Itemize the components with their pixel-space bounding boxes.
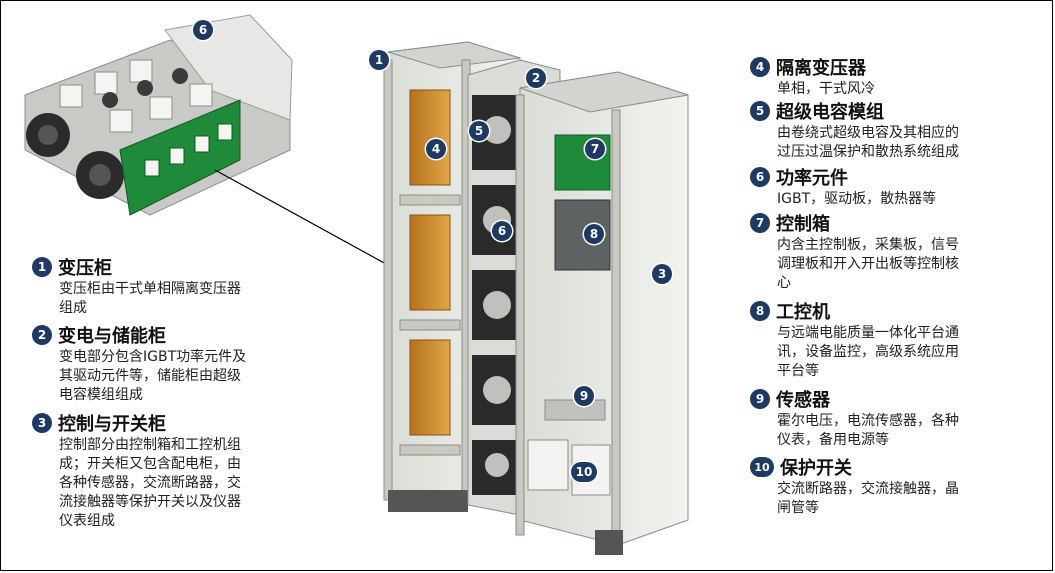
- legend-item-8: 8 工控机 与远端电能质量一体化平台通 讯，设备监控，高级系统应用 平台等: [750, 298, 959, 381]
- marker-4: 4: [426, 139, 446, 159]
- legend-description: 霍尔电压，电流传感器，各种 仪表，备用电源等: [777, 413, 959, 448]
- marker-10: 10: [571, 462, 597, 482]
- legend-description: 内含主控制板，采集板，信号 调理板和开入开出板等控制核 心: [777, 237, 959, 291]
- legend-title: 工控机: [776, 302, 830, 323]
- marker-5: 5: [469, 121, 489, 141]
- marker-3: 3: [652, 264, 672, 284]
- legend-description: 与远端电能质量一体化平台通 讯，设备监控，高级系统应用 平台等: [777, 325, 959, 379]
- legend-number: 1: [32, 257, 52, 277]
- legend-description: IGBT，驱动板，散热器等: [777, 191, 937, 207]
- legend-item-3: 3 控制与开关柜 控制部分由控制箱和工控机组 成；开关柜又包含配电柜，由 各种传感…: [32, 410, 241, 531]
- power-module-illustration: [24, 14, 293, 216]
- legend-number: 4: [750, 57, 770, 77]
- legend-description: 变压柜由干式单相隔离变压器 组成: [59, 281, 241, 316]
- marker-6-power-module: 6: [193, 20, 213, 40]
- legend-item-9: 9 传感器 霍尔电压，电流传感器，各种 仪表，备用电源等: [750, 386, 959, 450]
- legend-description: 控制部分由控制箱和工控机组 成；开关柜又包含配电柜，由 各种传感器，交流断路器，…: [59, 437, 241, 529]
- legend-item-4: 4 隔离变压器 单相，干式风冷: [750, 54, 875, 99]
- legend-number: 3: [32, 413, 52, 433]
- legend-number: 2: [32, 325, 52, 345]
- legend-description: 由卷绕式超级电容及其相应的 过压过温保护和散热系统组成: [777, 125, 959, 160]
- legend-number: 7: [750, 213, 770, 233]
- legend-number: 5: [750, 101, 770, 121]
- right-cabinet-illustration: [515, 71, 689, 555]
- legend-number: 9: [750, 389, 770, 409]
- legend-number: 6: [750, 167, 770, 187]
- marker-6: 6: [492, 221, 512, 241]
- legend-item-7: 7 控制箱 内含主控制板，采集板，信号 调理板和开入开出板等控制核 心: [750, 210, 959, 293]
- legend-item-2: 2 变电与储能柜 变电部分包含IGBT功率元件及 其驱动元件等，储能柜由超级 电容…: [32, 322, 246, 405]
- marker-9: 9: [574, 386, 594, 406]
- legend-item-5: 5 超级电容模组 由卷绕式超级电容及其相应的 过压过温保护和散热系统组成: [750, 98, 959, 162]
- marker-8: 8: [584, 224, 604, 244]
- legend-number: 8: [750, 301, 770, 321]
- marker-1: 1: [369, 50, 389, 70]
- legend-description: 变电部分包含IGBT功率元件及 其驱动元件等，储能柜由超级 电容模组组成: [59, 349, 247, 403]
- legend-item-6: 6 功率元件 IGBT，驱动板，散热器等: [750, 164, 936, 209]
- legend-item-1: 1 变压柜 变压柜由干式单相隔离变压器 组成: [32, 254, 241, 318]
- legend-title: 控制与开关柜: [58, 414, 166, 435]
- legend-number: 10: [750, 457, 774, 477]
- legend-description: 单相，干式风冷: [777, 81, 875, 97]
- legend-title: 传感器: [776, 390, 830, 411]
- legend-title: 控制箱: [776, 214, 830, 235]
- legend-title: 超级电容模组: [776, 102, 884, 123]
- legend-description: 交流断路器，交流接触器，晶 闸管等: [777, 481, 959, 516]
- legend-title: 变电与储能柜: [58, 326, 166, 347]
- marker-7: 7: [585, 139, 605, 159]
- legend-item-10: 10 保护开关 交流断路器，交流接触器，晶 闸管等: [750, 454, 959, 518]
- legend-title: 保护开关: [780, 458, 852, 479]
- legend-title: 隔离变压器: [776, 58, 866, 79]
- legend-title: 功率元件: [776, 168, 848, 189]
- legend-title: 变压柜: [58, 258, 112, 279]
- marker-2: 2: [526, 68, 546, 88]
